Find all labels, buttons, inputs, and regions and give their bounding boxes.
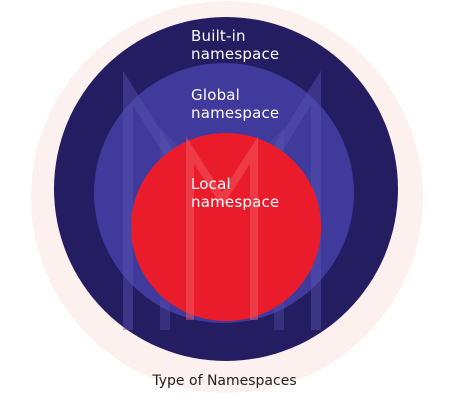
local-namespace-circle [131, 133, 321, 321]
local-namespace-label: Local namespace [191, 175, 279, 211]
builtin-namespace-label: Built-in namespace [191, 27, 279, 63]
diagram-caption: Type of Namespaces [152, 373, 297, 389]
global-label-line1: Global [191, 86, 241, 104]
builtin-label-line2: namespace [191, 45, 280, 63]
global-namespace-label: Global namespace [191, 86, 279, 122]
global-label-line2: namespace [191, 104, 280, 122]
builtin-label-line1: Built-in [191, 27, 246, 45]
watermark-logo-overlay-icon [186, 136, 258, 320]
local-label-line2: namespace [191, 193, 280, 211]
local-label-line1: Local [191, 175, 231, 193]
